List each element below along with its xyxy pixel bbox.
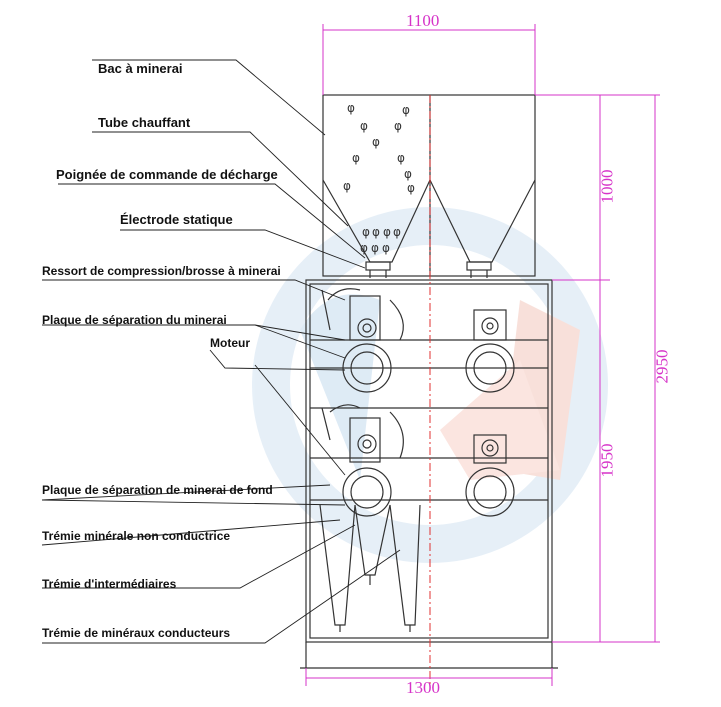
svg-text:φ: φ (407, 181, 415, 195)
label-bottom-separation-plate: Plaque de séparation de minerai de fond (42, 483, 273, 497)
svg-text:φ: φ (362, 225, 370, 239)
label-heating-tube: Tube chauffant (98, 115, 191, 130)
motor-box-lower-left (349, 417, 381, 463)
main-cabinet (305, 279, 553, 643)
svg-text:φ: φ (360, 119, 368, 133)
label-conductive-hopper: Trémie de minéraux conducteurs (42, 626, 231, 640)
svg-text:φ: φ (404, 167, 412, 181)
dimension-total-height: 2950 (652, 349, 672, 384)
label-nonconductive-hopper: Trémie minérale non conductrice (42, 529, 231, 543)
roller-upper-left (342, 343, 392, 393)
dimension-lines (305, 24, 660, 686)
svg-text:φ: φ (347, 101, 355, 115)
svg-text:φ: φ (343, 179, 351, 193)
roller-upper-right (465, 343, 515, 393)
svg-text:φ: φ (360, 241, 368, 255)
label-ore-bin: Bac à minerai (98, 61, 183, 76)
roller-lower-left (342, 467, 392, 517)
svg-text:φ: φ (371, 241, 379, 255)
svg-text:φ: φ (397, 151, 405, 165)
motor-box-lower-right (473, 434, 507, 464)
svg-text:φ: φ (352, 151, 360, 165)
label-compression-spring: Ressort de compression/brosse à minerai (42, 264, 281, 278)
label-discharge-handle: Poignée de commande de décharge (56, 167, 278, 182)
svg-text:φ: φ (382, 241, 390, 255)
dimension-lower-height: 1950 (597, 443, 617, 478)
motor-box-upper-right (473, 309, 507, 341)
label-middlings-hopper: Trémie d'intermédiaires (42, 577, 177, 591)
dimension-top-width: 1100 (406, 11, 440, 30)
svg-text:φ: φ (402, 103, 410, 117)
motor-box-upper-left (349, 295, 381, 341)
dimension-bottom-width: 1300 (406, 678, 440, 697)
svg-text:φ: φ (393, 225, 401, 239)
leader-lines (41, 59, 401, 644)
svg-text:φ: φ (394, 119, 402, 133)
label-ore-separation-plate: Plaque de séparation du minerai (42, 313, 227, 327)
roller-lower-right (465, 467, 515, 517)
svg-text:φ: φ (383, 225, 391, 239)
label-motor: Moteur (210, 336, 250, 350)
dimension-upper-height: 1000 (597, 169, 617, 204)
label-static-electrode: Électrode statique (120, 212, 233, 227)
ore-bin-frame (322, 94, 536, 277)
svg-text:φ: φ (372, 225, 380, 239)
svg-text:φ: φ (372, 135, 380, 149)
